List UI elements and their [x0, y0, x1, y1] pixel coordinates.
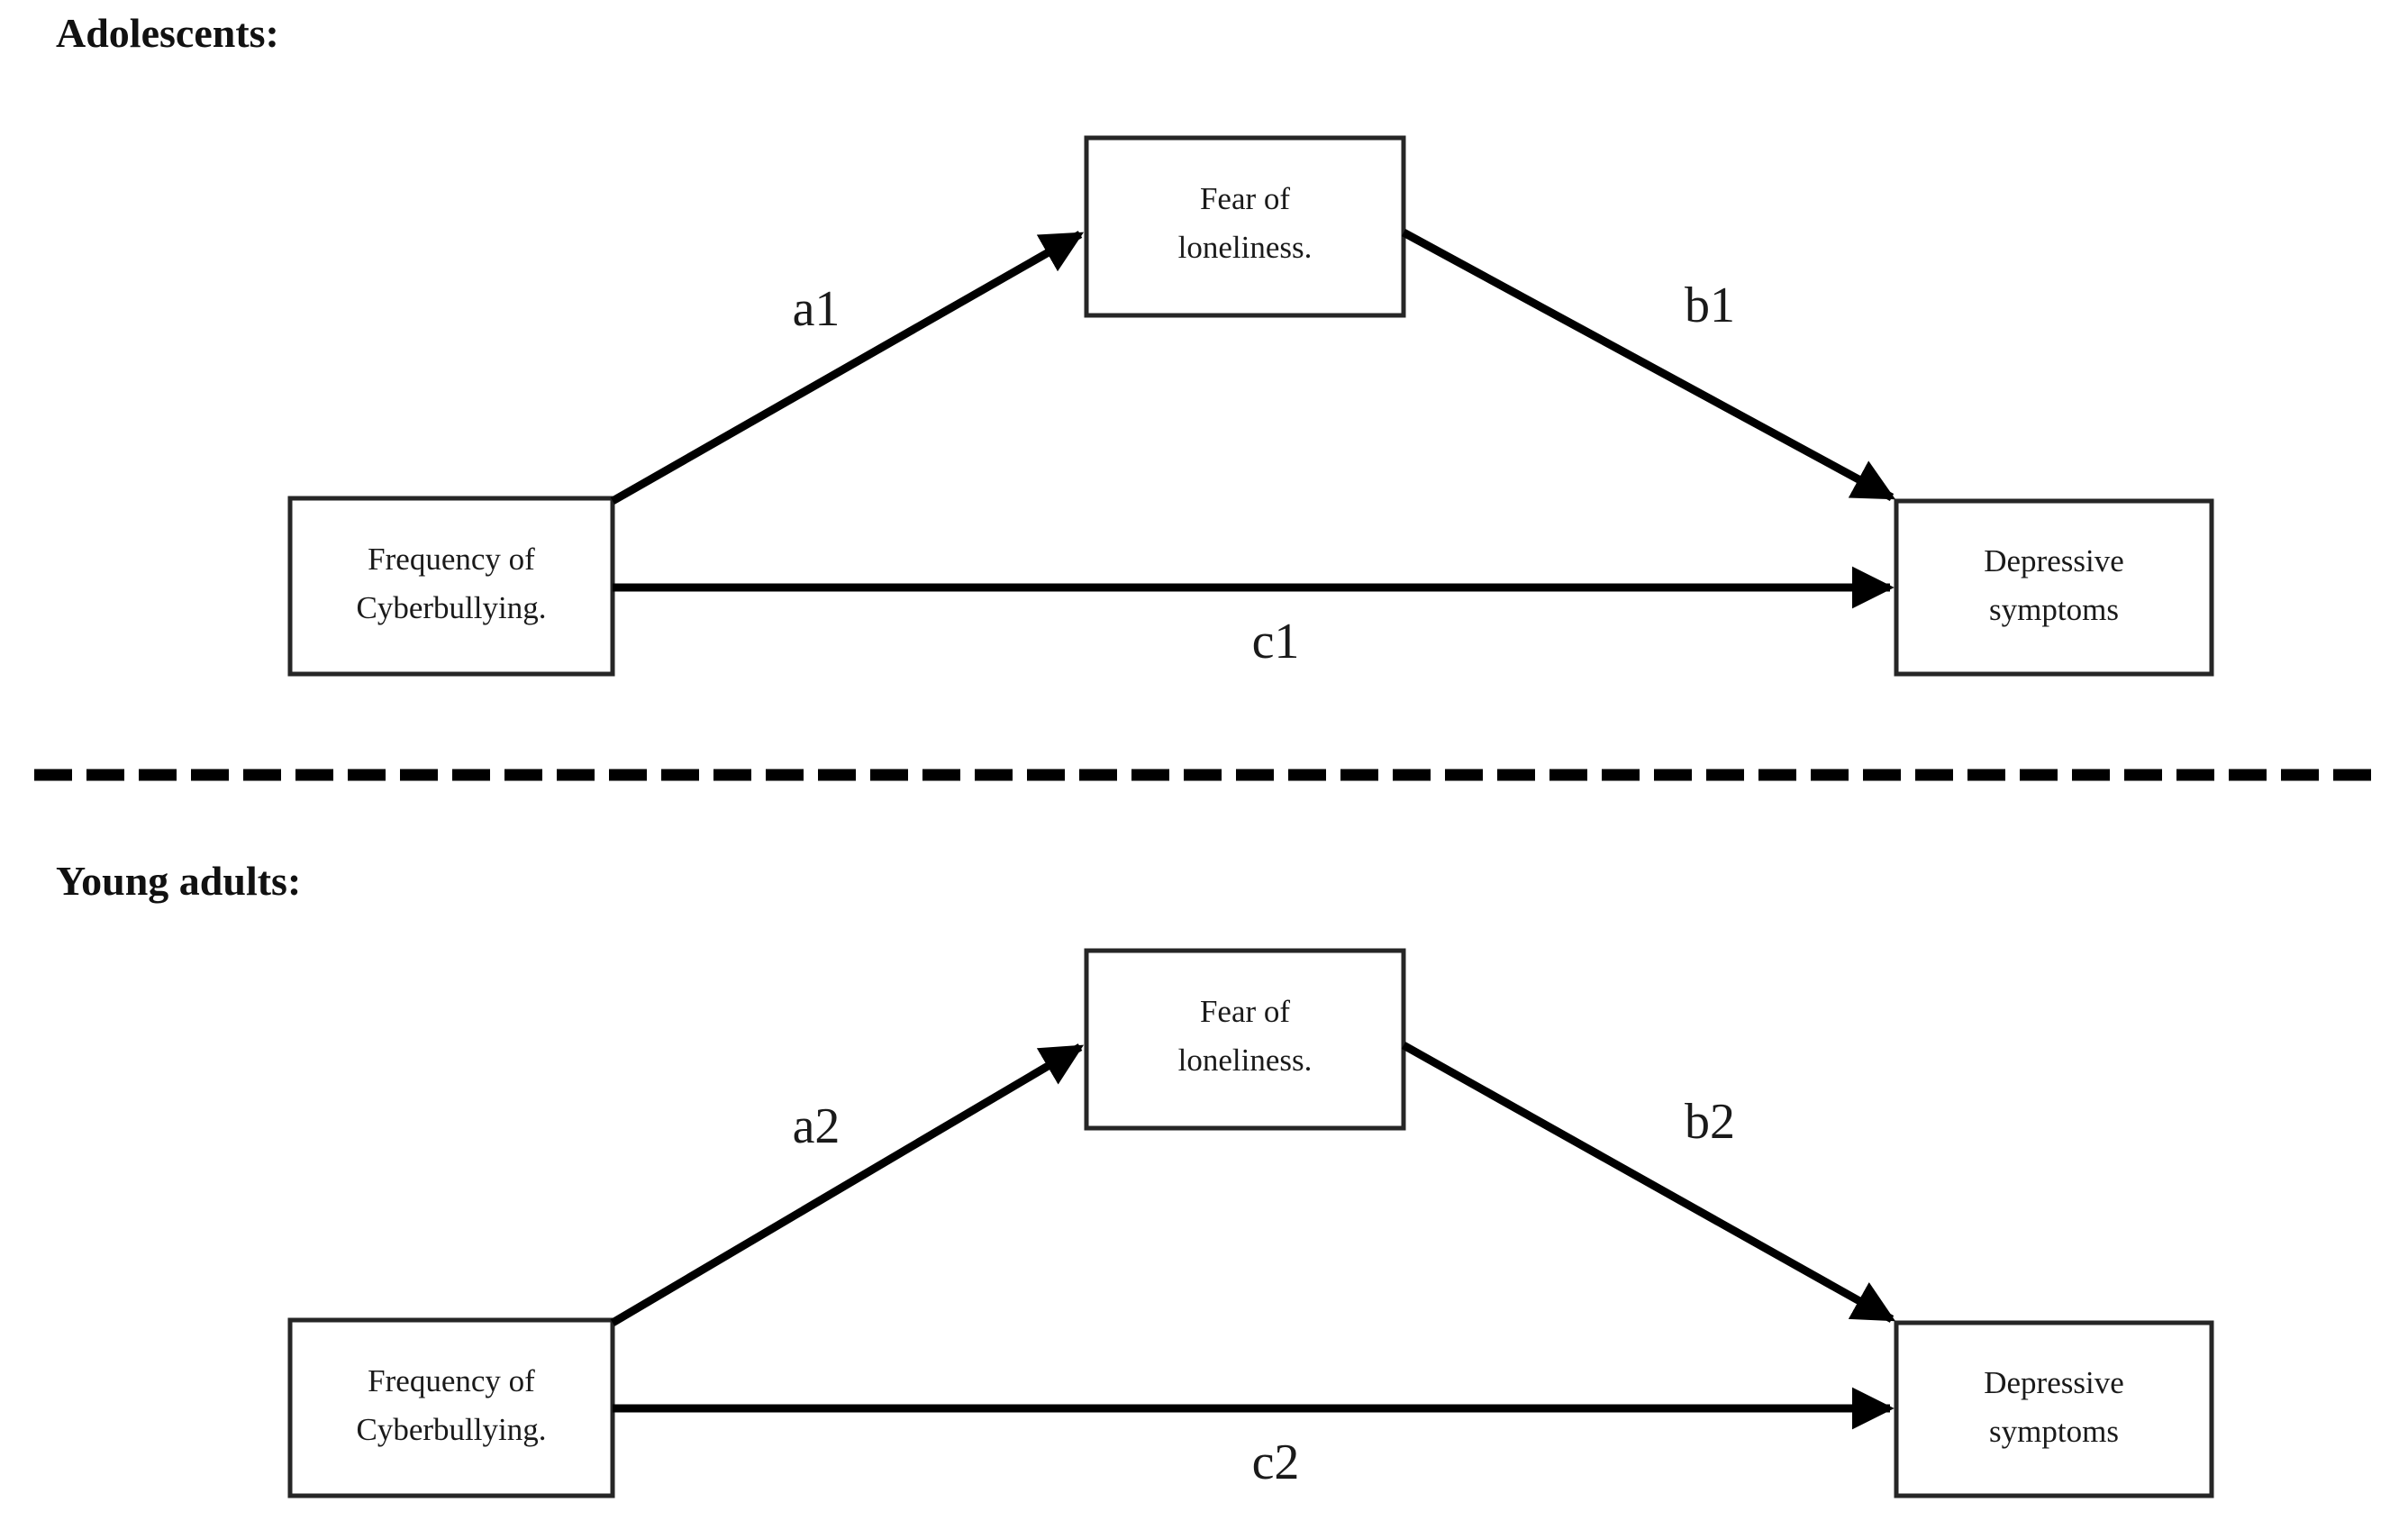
node-predictor-young-adults: Frequency of Cyberbullying. — [287, 1317, 615, 1498]
node-outcome-adolescents: Depressive symptoms — [1894, 498, 2214, 677]
node-box-mediator — [1084, 948, 1406, 1131]
node-label-mediator-line2: loneliness. — [1178, 1043, 1313, 1078]
node-outcome-young-adults: Depressive symptoms — [1894, 1320, 2214, 1498]
node-label-outcome-line2: symptoms — [1989, 1414, 2119, 1449]
panel-adolescents: Adolescents: Fear of loneliness. Frequen… — [56, 10, 2214, 677]
path-label-c-young-adults: c2 — [1252, 1434, 1300, 1490]
node-box-predictor — [287, 496, 615, 677]
node-label-predictor-line1: Frequency of — [368, 1363, 535, 1398]
path-arrow-b-adolescents — [1401, 229, 1896, 501]
panel-title-adolescents: Adolescents: — [56, 10, 279, 56]
node-mediator-adolescents: Fear of loneliness. — [1084, 135, 1406, 318]
node-label-outcome-line1: Depressive — [1984, 1365, 2124, 1400]
node-box-outcome — [1894, 1320, 2214, 1498]
node-box-outcome — [1894, 498, 2214, 677]
node-box-mediator — [1084, 135, 1406, 318]
node-label-outcome-line1: Depressive — [1984, 543, 2124, 578]
node-label-mediator-line1: Fear of — [1200, 994, 1290, 1029]
node-box-predictor — [287, 1317, 615, 1498]
node-label-predictor-line2: Cyberbullying. — [357, 1412, 547, 1447]
path-label-b-adolescents: b1 — [1685, 278, 1735, 333]
path-label-a-young-adults: a2 — [793, 1098, 841, 1154]
node-predictor-adolescents: Frequency of Cyberbullying. — [287, 496, 615, 677]
path-arrow-b-young-adults — [1401, 1042, 1896, 1323]
path-label-b-young-adults: b2 — [1685, 1094, 1735, 1150]
node-label-outcome-line2: symptoms — [1989, 592, 2119, 627]
panel-title-young-adults: Young adults: — [56, 858, 301, 904]
node-mediator-young-adults: Fear of loneliness. — [1084, 948, 1406, 1131]
path-label-a-adolescents: a1 — [793, 281, 841, 337]
node-label-predictor-line1: Frequency of — [368, 542, 535, 577]
node-label-predictor-line2: Cyberbullying. — [357, 590, 547, 625]
path-arrow-a-adolescents — [610, 231, 1085, 505]
path-label-c-adolescents: c1 — [1252, 614, 1300, 669]
node-label-mediator-line2: loneliness. — [1178, 230, 1313, 265]
panel-young-adults: Young adults: Fear of loneliness. Freque… — [56, 858, 2214, 1498]
path-arrow-a-young-adults — [610, 1043, 1085, 1326]
node-label-mediator-line1: Fear of — [1200, 181, 1290, 216]
